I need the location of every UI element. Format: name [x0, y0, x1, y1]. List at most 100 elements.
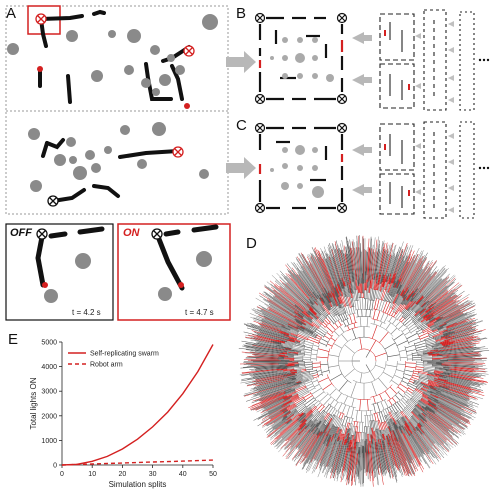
tree-branch [387, 434, 390, 440]
tree-leaf [405, 434, 422, 462]
tree-branch [429, 385, 434, 388]
tree-branch [399, 426, 402, 431]
tree-branch [379, 439, 383, 450]
tree-branch [428, 403, 438, 410]
tree-branch [408, 387, 414, 392]
tree-branch [428, 381, 440, 386]
tree-branch [330, 426, 336, 438]
tree-branch [423, 385, 430, 389]
tree-branch [423, 370, 435, 373]
tree-leaf [358, 457, 360, 480]
tree-branch [388, 421, 393, 431]
tree-arc [348, 417, 354, 419]
tree-branch [404, 416, 410, 423]
tree-branch [427, 403, 432, 407]
tree-branch [431, 400, 439, 406]
tree-branch [341, 416, 346, 426]
tree-branch [401, 417, 406, 424]
tree-branch [423, 392, 432, 397]
tree-branch [435, 374, 444, 377]
tree-leaf [434, 395, 462, 409]
tree-leaf [314, 436, 327, 461]
tree-arc [418, 399, 420, 402]
tree-arc [393, 401, 398, 405]
tree-branch [430, 391, 439, 396]
tree-leaf [336, 446, 343, 471]
tree-leaf [369, 447, 372, 474]
tree-branch [351, 435, 353, 441]
tree-leaf [303, 435, 320, 462]
tree-branch [427, 403, 432, 408]
tree-branch [337, 440, 340, 447]
tree-branch [385, 415, 389, 423]
tree-leaf [342, 441, 350, 480]
tree-leaf [357, 453, 359, 477]
tree-branch [427, 372, 436, 375]
tree-branch [353, 439, 356, 449]
tree-branch [391, 419, 394, 423]
tree-branch [422, 412, 431, 421]
tree-arc [411, 392, 414, 395]
tree-leaf [324, 443, 335, 470]
tree-branch [380, 439, 383, 448]
tree-branch [421, 412, 426, 417]
tree-branch [434, 371, 441, 374]
tree-leaf [435, 406, 468, 427]
tree-branch [376, 438, 379, 446]
on-label: ON [123, 227, 140, 239]
tree-leaf [443, 376, 480, 384]
tree-branch [428, 402, 436, 408]
tree-leaf [445, 380, 484, 391]
tree-branch [428, 388, 433, 391]
tree-leaf [389, 439, 401, 473]
tree-leaf [423, 435, 433, 446]
tree-leaf [393, 445, 402, 465]
tree-branch [423, 412, 427, 416]
tree-branch [415, 368, 424, 371]
tree-branch [410, 418, 418, 427]
tree-leaf [404, 429, 422, 457]
tree-leaf [397, 429, 419, 471]
tree-branch [385, 438, 389, 451]
tree-branch [404, 393, 412, 400]
tree-branch [420, 389, 431, 396]
tree-leaf [388, 439, 399, 470]
tree-branch [430, 393, 439, 399]
tree-leaf [347, 450, 353, 485]
tree-branch [400, 427, 405, 434]
tree-arc [422, 386, 424, 389]
tree-branch [344, 428, 348, 438]
tree-branch [431, 396, 436, 400]
tree-leaf [393, 447, 404, 476]
tree-arc [343, 415, 349, 418]
tree-branch [410, 399, 418, 405]
tree-branch [371, 434, 374, 444]
tree-leaf [430, 411, 454, 429]
tree-leaf [445, 384, 471, 393]
tree-arc [405, 404, 409, 408]
tree-branch [338, 437, 340, 442]
tree-branch [333, 439, 338, 451]
tree-branch [333, 439, 336, 445]
tree-branch [342, 437, 345, 444]
tree-leaf [297, 433, 315, 460]
tree-arc [339, 428, 341, 430]
tree-arc [416, 424, 418, 426]
tree-branch [393, 422, 397, 430]
tree-branch [333, 401, 339, 409]
tree-branch [422, 405, 428, 411]
tree-branch [404, 408, 412, 417]
tree-branch [377, 420, 381, 431]
tree-leaf [404, 432, 419, 458]
tree-arc [422, 393, 424, 395]
tree-leaf [308, 432, 326, 464]
tree-leaf [341, 442, 348, 467]
tree-branch [407, 384, 416, 390]
tree-leaf [343, 441, 350, 471]
tree-arc [401, 395, 406, 399]
tree-branch [323, 422, 330, 434]
tree-branch [392, 430, 397, 441]
tree-branch [355, 410, 358, 422]
tree-branch [326, 428, 331, 437]
